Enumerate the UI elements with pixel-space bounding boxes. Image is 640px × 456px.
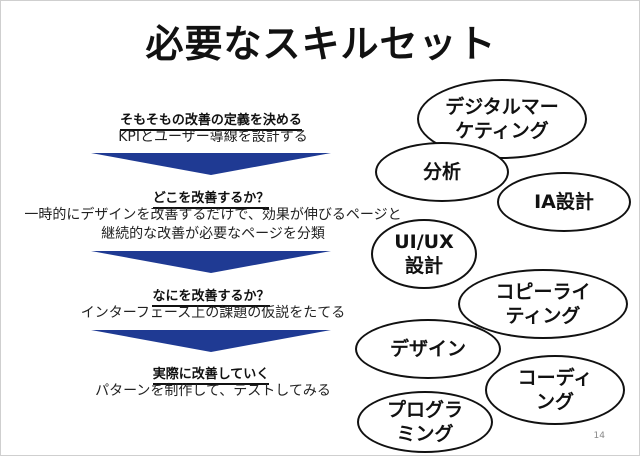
step-4-description: パターンを制作して、テストしてみる — [95, 383, 331, 399]
down-arrow-2 — [91, 251, 331, 273]
skill-design: デザイン — [355, 319, 501, 379]
page-number: 14 — [593, 431, 605, 441]
skill-ia-design: IA設計 — [497, 172, 631, 232]
skill-ui-ux-design: UI/UX 設計 — [371, 219, 477, 289]
step-1-description: KPIとユーザー導線を設計する — [118, 129, 308, 145]
skill-programming: プログラ ミング — [357, 391, 493, 453]
step-2-description: 一時的にデザインを改善するだけで、効果が伸びるページと 継続的な改善が必要なペー… — [24, 207, 402, 242]
step-4-heading: 実際に改善していく — [1, 363, 421, 385]
slide-title: 必要なスキルセット — [145, 22, 497, 66]
skill-copywriting: コピーライ ティング — [458, 269, 628, 339]
skill-analytics: 分析 — [375, 142, 509, 202]
step-3-description: インターフェース上の課題の仮説をたてる — [80, 305, 346, 321]
step-2-heading: どこを改善するか？ — [1, 187, 421, 209]
step-1-heading: そもそもの改善の定義を決める — [1, 109, 421, 131]
down-arrow-3 — [91, 330, 331, 352]
down-arrow-1 — [91, 153, 331, 175]
skill-coding: コーディ ング — [485, 355, 625, 425]
step-3-heading: なにを改善するか？ — [1, 285, 421, 307]
